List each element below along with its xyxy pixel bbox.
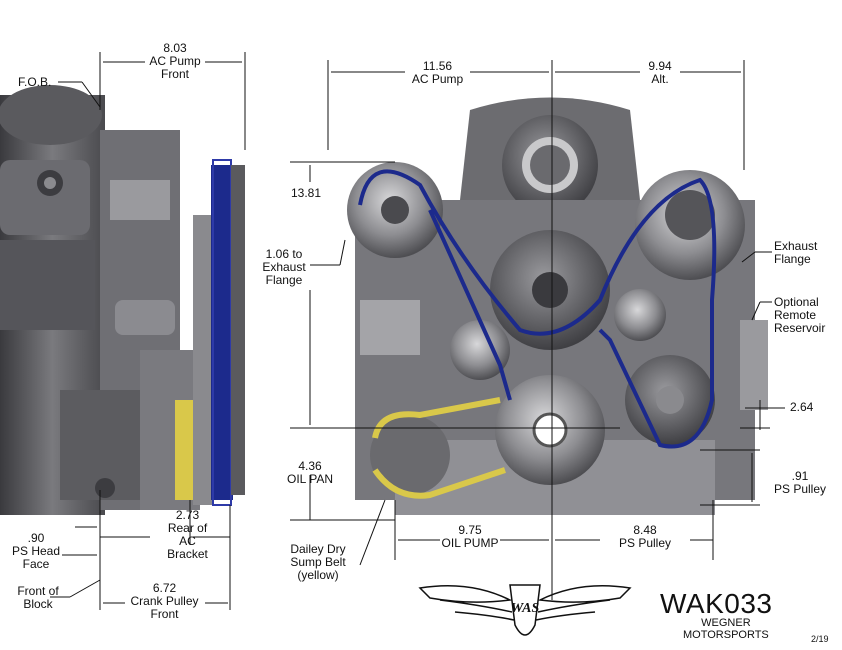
front-view-engine (347, 97, 768, 515)
label-front-of-block: Front of Block (8, 585, 68, 611)
dim-right-offset: 2.64 (790, 400, 814, 414)
dim-ps-pulley-bottom: 8.48 PS Pulley (605, 524, 685, 550)
dim-label: Face (22, 557, 50, 571)
dim-label: OIL PUMP (441, 536, 499, 550)
dim-value: 9.94 (648, 59, 672, 73)
dim-label: PS Pulley (618, 536, 672, 550)
dim-label: Front of (17, 584, 59, 598)
label-exhaust-flange-right: Exhaust Flange (774, 240, 817, 266)
dim-label: Exhaust (774, 239, 818, 253)
label-fob: F.O.B. (18, 75, 52, 89)
dim-value: .90 (27, 531, 45, 545)
dim-ac-pump-front: 8.03 AC Pump Front (140, 42, 210, 81)
label-dailey-belt: Dailey Dry Sump Belt (yellow) (278, 543, 358, 582)
dim-label: Flange (774, 252, 811, 266)
dim-value: 4.36 (298, 459, 322, 473)
dim-label: AC Pump (411, 72, 464, 86)
dim-value: 6.72 (152, 581, 177, 595)
dry-sump-pulley (370, 415, 450, 495)
company-name: WEGNER MOTORSPORTS (683, 617, 769, 641)
dim-value: 2.73 (175, 508, 200, 522)
dim-label: Remote (774, 308, 817, 322)
dim-label: Exhaust (262, 260, 306, 274)
dim-label: PS Pulley (773, 482, 827, 496)
dim-exhaust-flange-left: 1.06 to Exhaust Flange (258, 248, 310, 287)
dim-label: Alt. (651, 72, 669, 86)
dim-label: Front (150, 607, 179, 621)
drive-belt-side (211, 165, 233, 500)
dim-height: 13.81 (290, 186, 322, 200)
svg-text:WAS: WAS (511, 601, 540, 616)
serpentine-belt (358, 169, 717, 449)
idler-pulley-left (450, 320, 510, 380)
dimension-lines (50, 52, 785, 610)
dim-label: Reservoir (774, 321, 826, 335)
dim-label: Dailey Dry (290, 542, 346, 556)
company-line: WEGNER (701, 617, 751, 629)
dim-value: 11.56 (422, 59, 453, 73)
dim-label: Flange (265, 273, 303, 287)
dailey-belt-front (372, 397, 506, 499)
dim-label: Front (160, 67, 189, 81)
dim-ac-pump: 11.56 AC Pump (400, 60, 475, 86)
dailey-belt-side (175, 400, 193, 500)
dim-value: .91 (791, 469, 809, 483)
dim-label: (yellow) (297, 568, 339, 582)
dim-value: 8.03 (163, 41, 187, 55)
company-line: MOTORSPORTS (683, 629, 769, 641)
dim-rear-ac-bracket: 2.73 Rear of AC Bracket (155, 509, 220, 561)
dim-value: 9.75 (458, 523, 482, 537)
side-view-engine (0, 85, 245, 515)
dim-label: Bracket (167, 547, 208, 561)
label-optional-reservoir: Optional Remote Reservoir (774, 296, 825, 335)
dim-oil-pump: 9.75 OIL PUMP (435, 524, 505, 550)
dim-label: Rear of (167, 521, 208, 535)
dim-label: OIL PAN (286, 472, 333, 486)
revision-date: 2/19 (811, 634, 829, 644)
dim-label: Optional (774, 295, 819, 309)
dim-label: Sump Belt (290, 555, 346, 569)
dim-value: 8.48 (633, 523, 657, 537)
remote-reservoir (740, 320, 768, 410)
dim-label: AC (179, 534, 196, 548)
dim-label: AC Pump (149, 54, 201, 68)
model-number: WAK033 (660, 588, 773, 619)
dim-label: Crank Pulley (130, 594, 199, 608)
dim-label: Block (23, 597, 53, 611)
wegner-logo: WAS (418, 584, 632, 636)
dim-value: 1.06 to (265, 247, 303, 261)
dim-ps-head-face: .90 PS Head Face (6, 532, 66, 571)
dim-label: PS Head (11, 544, 61, 558)
dim-alt: 9.94 Alt. (640, 60, 680, 86)
idler-pulley-right (614, 289, 666, 341)
dim-oil-pan: 4.36 OIL PAN (286, 460, 334, 486)
dim-crank-pulley-front: 6.72 Crank Pulley Front (122, 582, 207, 621)
dim-ps-pulley-right: .91 PS Pulley (765, 470, 835, 496)
